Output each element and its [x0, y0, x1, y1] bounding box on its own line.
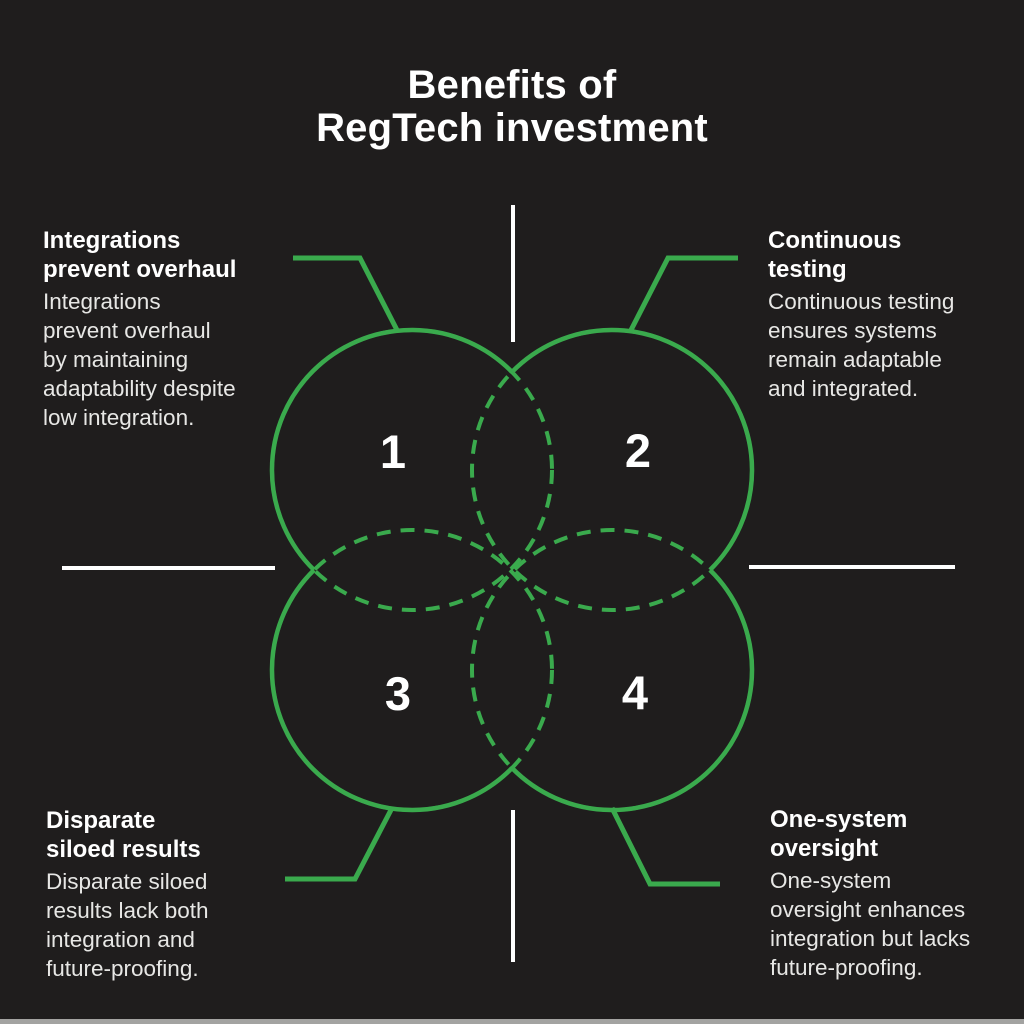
circle-1-solid-arc [269, 327, 514, 572]
callout-body: Integrations prevent overhaul by maintai… [43, 287, 236, 432]
callout-body: Continuous testing ensures systems remai… [768, 287, 954, 403]
circle-1-number: 1 [380, 425, 406, 478]
body-line: Continuous testing [768, 289, 955, 314]
body-line: results lack both [46, 898, 209, 923]
heading-line: oversight [770, 835, 879, 862]
callout-heading: One-system oversight [770, 805, 970, 863]
callout-heading: Continuous testing [768, 226, 954, 284]
body-line: integration and [46, 927, 195, 952]
bottom-page-edge [0, 1019, 1024, 1024]
heading-line: prevent overhaul [43, 256, 237, 283]
connector-bottom-right [609, 806, 720, 887]
body-line: integration but lacks [770, 926, 971, 951]
connector-bottom-left [285, 806, 395, 882]
circle-4-solid-arc [510, 568, 755, 813]
callout-one-system-oversight: One-system oversight One-system oversigh… [770, 805, 970, 982]
heading-line: siloed results [46, 836, 201, 863]
body-line: by maintaining [43, 347, 189, 372]
body-line: future-proofing. [770, 955, 923, 980]
callout-body: Disparate siloed results lack both integ… [46, 867, 209, 983]
heading-line: Integrations [43, 227, 181, 254]
heading-line: Continuous [768, 227, 902, 254]
circle-4-number: 4 [622, 666, 648, 719]
page-title: Benefits of RegTech investment [0, 64, 1024, 150]
body-line: low integration. [43, 405, 195, 430]
heading-line: Disparate [46, 807, 156, 834]
circle-3-solid-arc [269, 568, 514, 813]
circle-2-number: 2 [625, 424, 651, 477]
circle-3-number: 3 [385, 667, 411, 720]
body-line: One-system [770, 868, 892, 893]
body-line: Disparate siloed [46, 869, 208, 894]
body-line: Integrations [43, 289, 161, 314]
callout-disparate-siloed-results: Disparate siloed results Disparate siloe… [46, 806, 209, 983]
circle-2-solid-arc [510, 327, 755, 572]
body-line: ensures systems [768, 318, 937, 343]
body-line: remain adaptable [768, 347, 942, 372]
body-line: future-proofing. [46, 956, 199, 981]
callout-heading: Disparate siloed results [46, 806, 209, 864]
body-line: prevent overhaul [43, 318, 211, 343]
callout-continuous-testing: Continuous testing Continuous testing en… [768, 226, 954, 403]
body-line: and integrated. [768, 376, 919, 401]
connector-top-left [293, 255, 401, 334]
body-line: adaptability despite [43, 376, 236, 401]
connector-top-right [627, 255, 738, 334]
callout-heading: Integrations prevent overhaul [43, 226, 236, 284]
body-line: oversight enhances [770, 897, 966, 922]
heading-line: One-system [770, 806, 908, 833]
page-title-line-2: RegTech investment [316, 106, 708, 150]
callout-body: One-system oversight enhances integratio… [770, 866, 970, 982]
page-title-line-1: Benefits of [407, 63, 617, 107]
callout-integrations-prevent-overhaul: Integrations prevent overhaul Integratio… [43, 226, 236, 432]
heading-line: testing [768, 256, 847, 283]
